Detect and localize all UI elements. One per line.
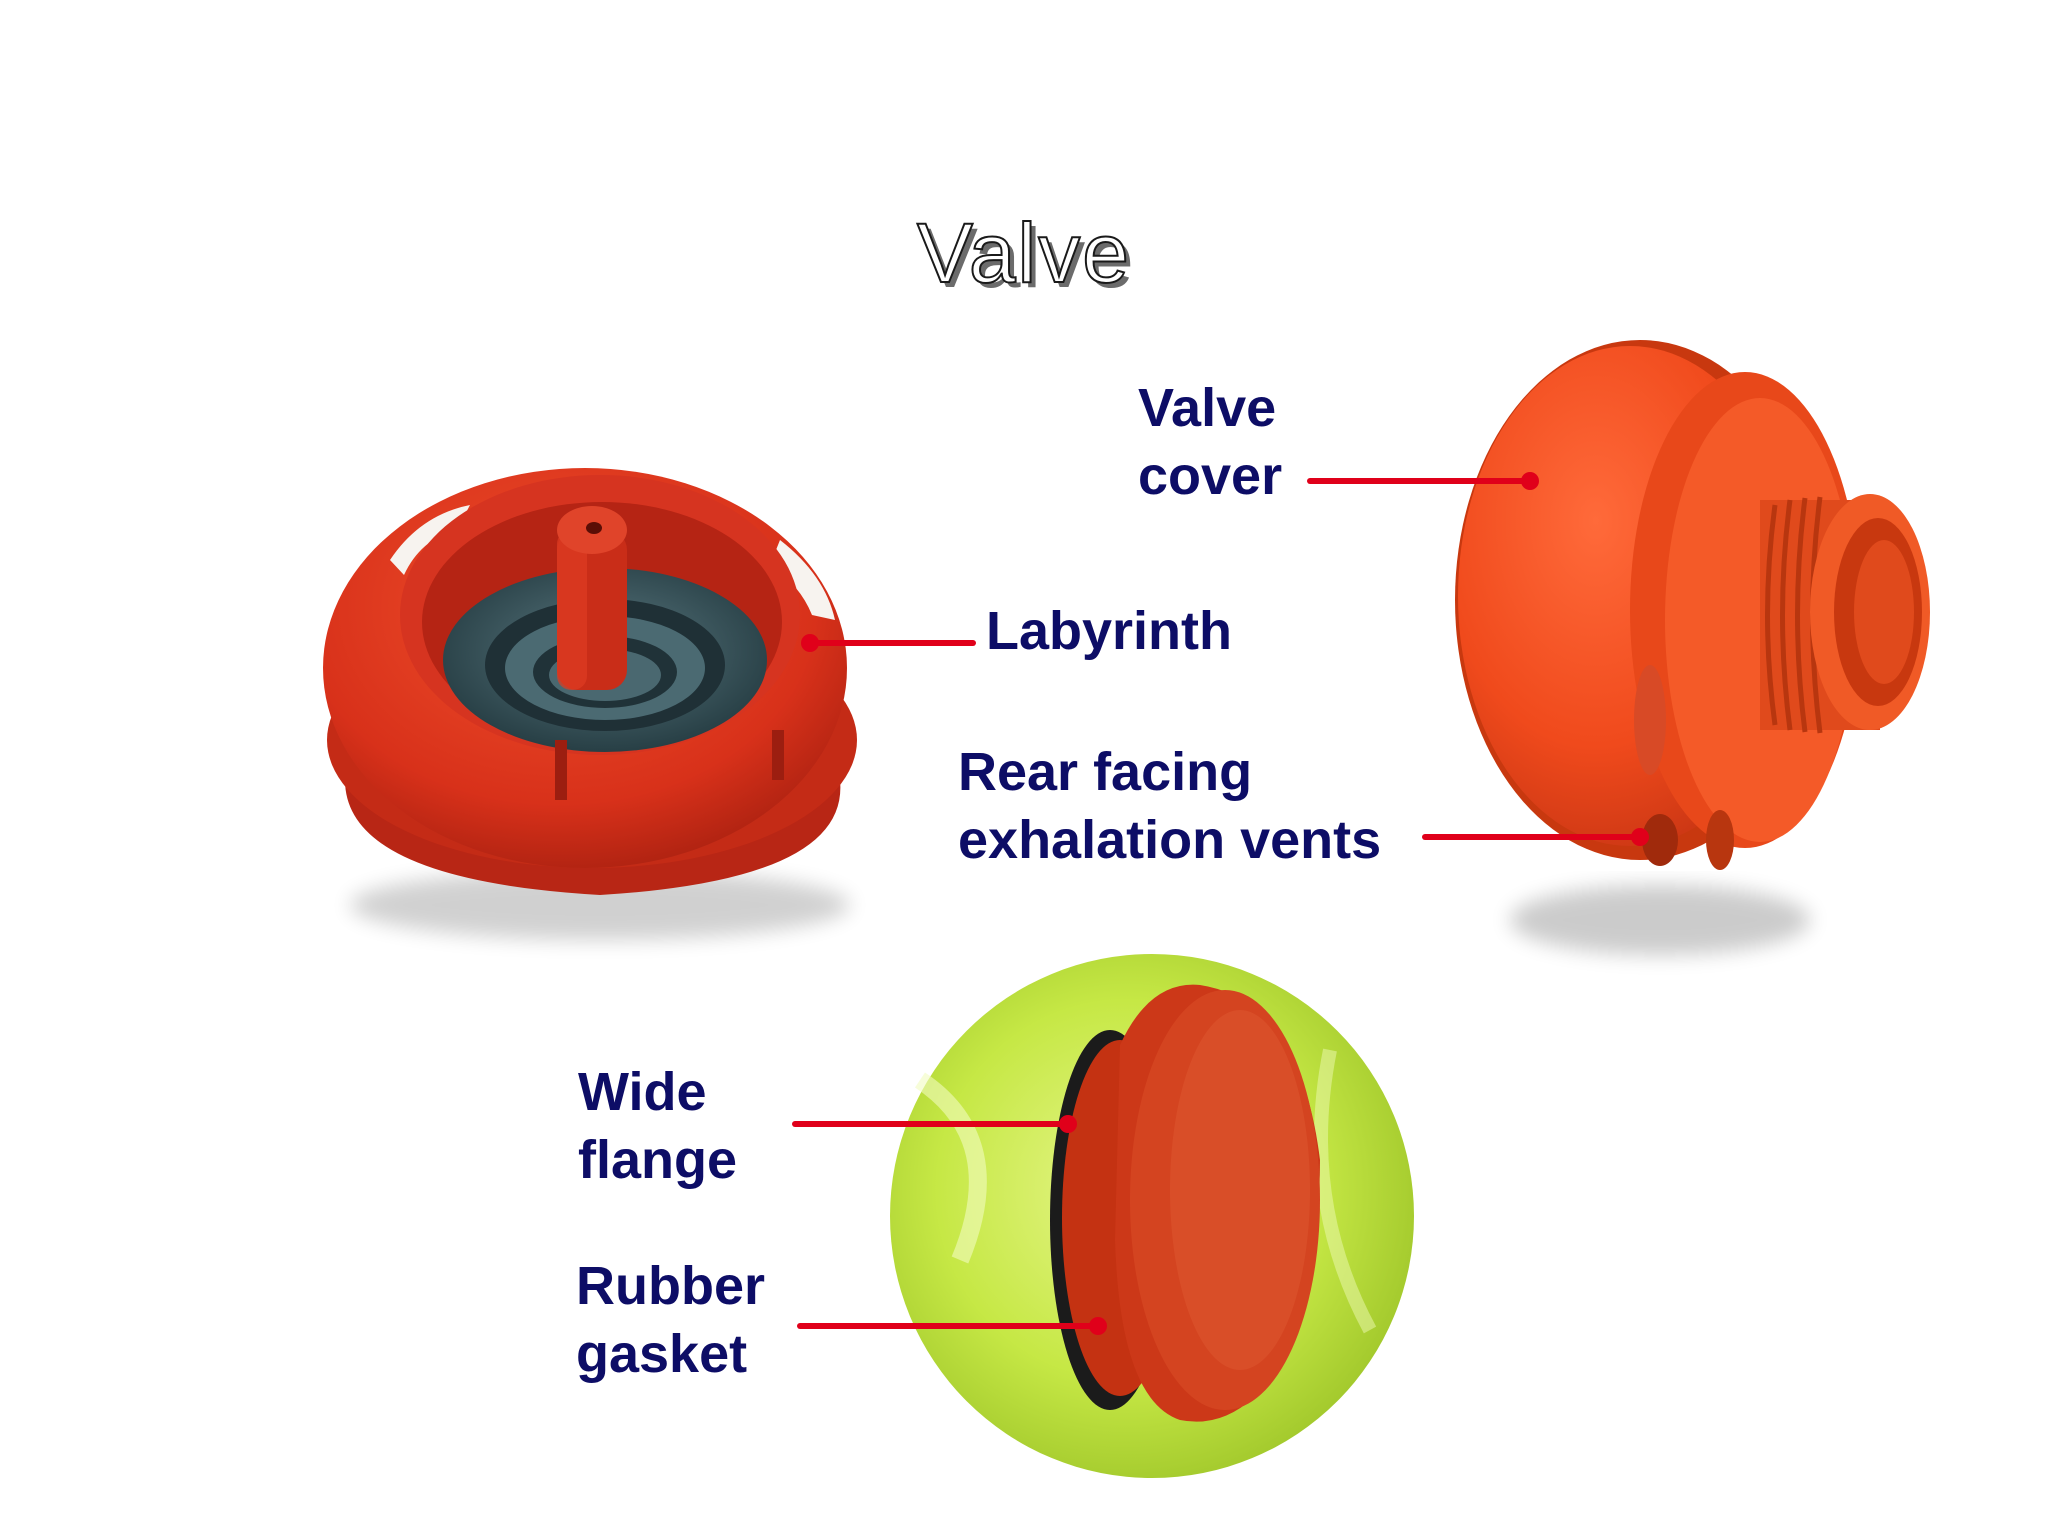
label-labyrinth: Labyrinth [986,597,1232,665]
label-rubber-gasket-line-2: gasket [576,1324,748,1384]
label-valve-cover-line-1: Valve [1138,378,1277,438]
label-labyrinth-line-1: Labyrinth [986,601,1233,661]
label-rubber-gasket-line-1: Rubber [576,1256,765,1316]
label-rear-vents-line-1: Rear facing [958,742,1253,802]
leader-lines [792,472,1649,1335]
labyrinth-valve-photo [323,468,857,940]
flange-gasket-photo [890,954,1414,1478]
label-wide-flange-line-2: flange [578,1130,738,1190]
leader-dot-rear-vents [1631,828,1649,846]
leader-dot-valve-cover [1521,472,1539,490]
label-wide-flange-line-1: Wide [578,1062,707,1122]
label-rear-vents-line-2: exhalation vents [958,810,1382,870]
leader-dot-labyrinth [801,634,819,652]
label-rear-vents: Rear facing exhalation vents [958,738,1381,874]
label-valve-cover: Valve cover [1138,374,1282,510]
label-valve-cover-line-2: cover [1138,446,1283,506]
leader-dot-wide-flange [1059,1115,1077,1133]
slide-title: Valve [916,205,1131,301]
valve-cover-photo [1455,340,1930,955]
label-wide-flange: Wide flange [578,1058,737,1194]
label-rubber-gasket: Rubber gasket [576,1252,765,1388]
leader-dot-rubber-gasket [1089,1317,1107,1335]
